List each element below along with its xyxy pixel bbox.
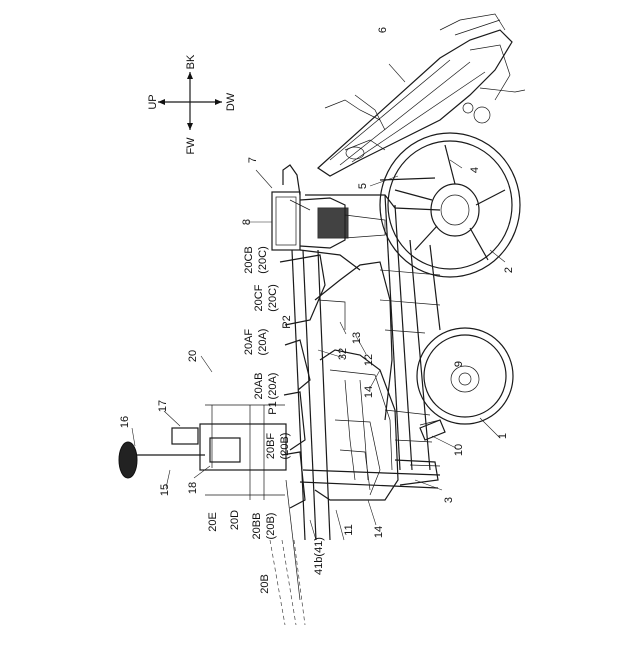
- label-20E: 20E: [207, 512, 219, 532]
- foot-stand: [119, 405, 286, 500]
- label-20AB: 20AB: [253, 373, 265, 400]
- drive-motor: [272, 165, 385, 250]
- label-20AB-paren: (20A): [267, 373, 279, 400]
- label-13: 13: [351, 332, 363, 344]
- label-16: 16: [119, 416, 131, 428]
- label-20AF: 20AF: [243, 329, 255, 356]
- rear-carrier-assembly: [318, 14, 525, 176]
- compass-back-label: BK: [185, 54, 197, 69]
- label-14-upper: 14: [363, 386, 375, 398]
- label-1: 1: [497, 433, 509, 439]
- label-18: 18: [187, 482, 199, 494]
- label-6: 6: [377, 27, 389, 33]
- compass-down-label: DW: [225, 92, 237, 111]
- label-9: 9: [453, 361, 465, 367]
- label-5: 5: [357, 183, 369, 189]
- direction-compass: [158, 72, 222, 130]
- label-8: 8: [241, 219, 253, 225]
- label-15: 15: [159, 484, 171, 496]
- label-11: 11: [343, 524, 355, 535]
- label-20: 20: [187, 350, 199, 362]
- label-2: 2: [503, 267, 515, 273]
- compass-forward-label: FW: [185, 137, 197, 155]
- label-20BF-paren: (20B): [279, 433, 291, 460]
- label-20BB-paren: (20B): [265, 513, 277, 540]
- label-20CF: 20CF: [253, 284, 265, 311]
- leader-lines: [132, 64, 505, 540]
- label-14-lower: 14: [373, 526, 385, 538]
- label-P2: P2: [281, 315, 293, 328]
- label-3: 3: [443, 497, 455, 503]
- label-20AF-paren: (20A): [257, 329, 269, 356]
- label-P1: P1: [267, 401, 279, 414]
- rear-wheel: [380, 133, 520, 277]
- body-shells: [300, 250, 398, 500]
- compass-up-label: UP: [147, 94, 159, 109]
- label-7: 7: [247, 157, 259, 163]
- label-41b: 41b(41): [313, 537, 325, 575]
- label-20CF-paren: (20C): [267, 284, 279, 312]
- label-32: 32: [337, 348, 349, 360]
- label-4: 4: [469, 167, 481, 173]
- label-17: 17: [157, 400, 169, 412]
- label-20B: 20B: [259, 574, 271, 594]
- label-20D: 20D: [229, 510, 241, 530]
- label-12: 12: [363, 354, 375, 366]
- label-20CB: 20CB: [243, 246, 255, 274]
- label-20CB-paren: (20C): [257, 246, 269, 274]
- label-20BF: 20BF: [265, 433, 277, 460]
- label-20BB: 20BB: [251, 513, 263, 540]
- label-10: 10: [453, 444, 465, 456]
- front-wheel: [417, 328, 513, 424]
